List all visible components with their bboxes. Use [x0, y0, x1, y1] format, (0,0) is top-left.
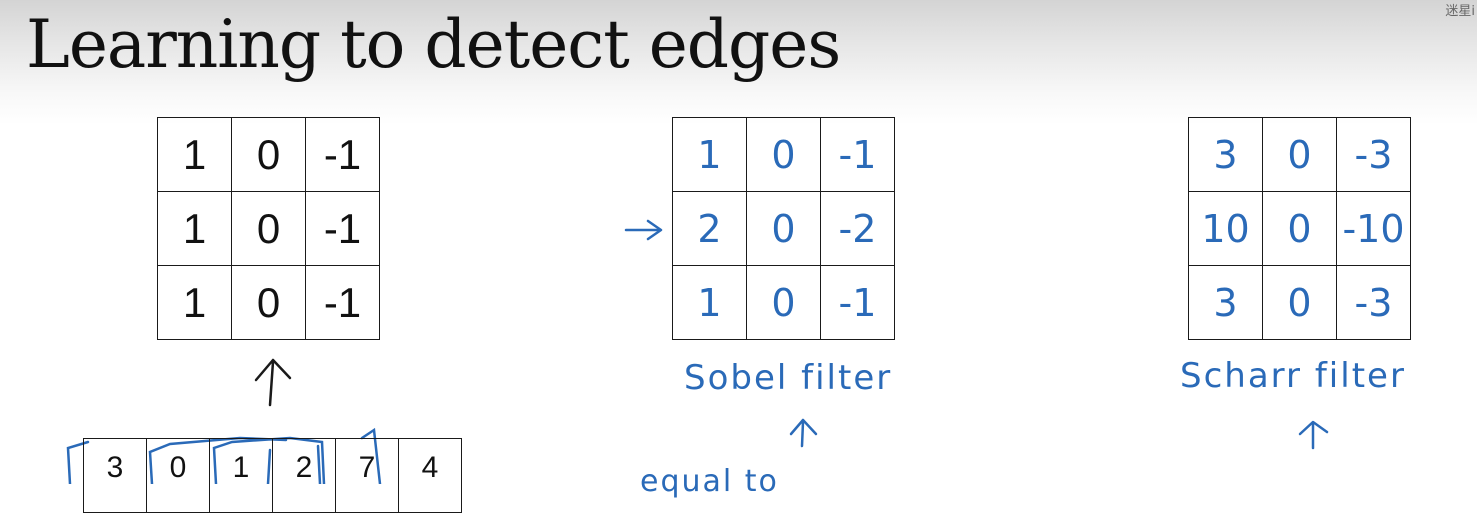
- image-cell: 4: [398, 438, 462, 513]
- filter-cell: 0: [746, 265, 821, 340]
- scharr-filter-label: Scharr filter: [1180, 356, 1406, 396]
- filter-row: 1 0 -1: [672, 265, 895, 340]
- filter-cell: -3: [1336, 265, 1411, 340]
- slide-title: Learning to detect edges: [26, 6, 841, 83]
- filter-cell: 1: [672, 265, 747, 340]
- image-strip-row: 3 0 1 2 7 4: [83, 438, 462, 513]
- image-cell: 1: [209, 438, 273, 513]
- filter-cell: 0: [231, 117, 306, 192]
- image-cell: 3: [83, 438, 147, 513]
- right-arrow-icon: [624, 219, 663, 241]
- filter-cell: 0: [1262, 117, 1337, 192]
- filter-row: 3 0 -3: [1188, 117, 1411, 192]
- filter-cell: -1: [820, 265, 895, 340]
- title-band: [0, 0, 1477, 125]
- filter-cell: 0: [746, 191, 821, 266]
- corner-watermark: 迷星i: [1445, 4, 1475, 19]
- filter-cell: 1: [157, 117, 232, 192]
- vertical-edge-filter: 1 0 -1 1 0 -1 1 0 -1: [157, 117, 380, 340]
- image-cell: 0: [146, 438, 210, 513]
- image-strip: 3 0 1 2 7 4: [83, 438, 462, 513]
- filter-cell: 0: [746, 117, 821, 192]
- filter-cell: 0: [231, 191, 306, 266]
- sobel-filter-matrix: 1 0 -1 2 0 -2 1 0 -1: [672, 117, 895, 340]
- filter-cell: 0: [1262, 265, 1337, 340]
- filter-row: 1 0 -1: [157, 191, 380, 266]
- filter-cell: 1: [157, 191, 232, 266]
- filter-cell: -1: [305, 191, 380, 266]
- filter-row: 1 0 -1: [157, 265, 380, 340]
- filter-cell: 1: [672, 117, 747, 192]
- sobel-filter-label: Sobel filter: [684, 358, 893, 398]
- filter-row: 1 0 -1: [672, 117, 895, 192]
- filter-cell: 2: [672, 191, 747, 266]
- image-cell: 7: [335, 438, 399, 513]
- up-arrow-icon: [789, 418, 818, 448]
- filter-cell: -1: [305, 265, 380, 340]
- up-arrow-icon: [1298, 420, 1329, 450]
- filter-row: 10 0 -10: [1188, 191, 1411, 266]
- scharr-filter-matrix: 3 0 -3 10 0 -10 3 0 -3: [1188, 117, 1411, 340]
- filter-row: 1 0 -1: [157, 117, 380, 192]
- filter-row: 3 0 -3: [1188, 265, 1411, 340]
- filter-cell: 0: [231, 265, 306, 340]
- filter-cell: -1: [305, 117, 380, 192]
- image-cell: 2: [272, 438, 336, 513]
- up-arrow-icon: [254, 358, 292, 407]
- ink-annotations: [66, 219, 1329, 484]
- filter-cell: -1: [820, 117, 895, 192]
- filter-cell: 3: [1188, 265, 1263, 340]
